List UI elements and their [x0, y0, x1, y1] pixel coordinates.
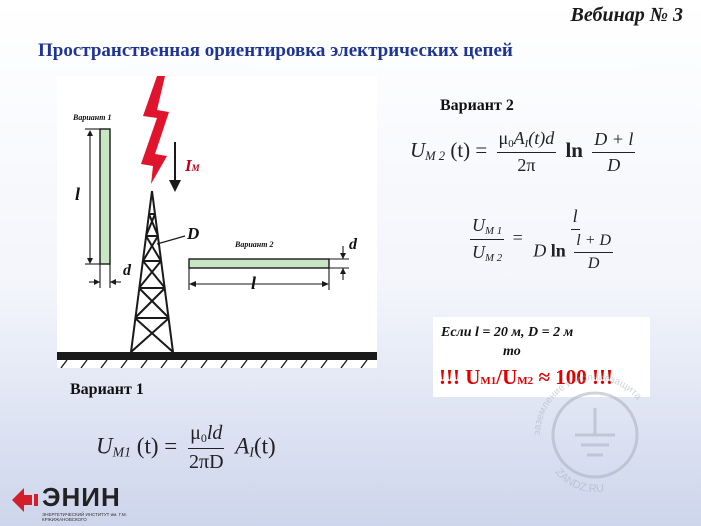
- watermark-site: ZANDZ.RU: [553, 466, 605, 495]
- enin-logo-name: ЭНИН: [42, 482, 121, 512]
- watermark-ring: [551, 391, 639, 479]
- dimension-d-vertical: [89, 264, 121, 288]
- label-variant2-small: Вариант 2: [235, 240, 274, 249]
- variant1-heading: Вариант 1: [70, 381, 144, 398]
- lightning-tower: [130, 190, 174, 353]
- note-result: !!! UM1/UM2 ≈ 100 !!!: [439, 365, 613, 389]
- formula-variant1-UM1: UM1 (t) = μ0ld 2πD AI(t): [96, 422, 276, 473]
- formula-variant2-UM2: UM 2 (t) = μ0AI(t)d 2π ln D + l D: [410, 128, 636, 175]
- formula-variant2-ratio: UM 1 UM 2 = l D ln l + D D: [470, 206, 614, 272]
- current-arrow: [169, 142, 181, 192]
- label-d-vertical: d: [123, 262, 131, 279]
- slide-title: Пространственная ориентировка электричес…: [38, 40, 513, 61]
- label-current: IM: [185, 156, 200, 175]
- conductor-variant2: [188, 258, 330, 269]
- label-l-vertical: l: [75, 184, 81, 204]
- dimension-l-horizontal: [188, 268, 330, 290]
- label-variant1-small: Вариант 1: [73, 113, 112, 122]
- ground-symbol-icon: [575, 408, 615, 457]
- dimension-l-vertical: [85, 128, 100, 265]
- label-d-horizontal: d: [349, 236, 357, 253]
- enin-logo-icon: [12, 488, 38, 512]
- distance-D-line: [156, 235, 186, 245]
- lightning-bolt: [141, 76, 169, 184]
- ground-line: [57, 352, 377, 360]
- dimension-d-horizontal: [329, 246, 349, 280]
- label-D: D: [187, 224, 200, 243]
- webinar-number: Вебинар № 3: [570, 4, 683, 26]
- zandz-watermark: заземление и молниезащита ZANDZ.RU: [532, 372, 644, 495]
- note-condition: Если l = 20 м, D = 2 м: [441, 325, 574, 340]
- note-then: то: [503, 344, 521, 359]
- circuit-diagram: [57, 76, 377, 368]
- enin-logo-subtitle: ЭНЕРГЕТИЧЕСКИЙ ИНСТИТУТ им. Г.М. КРЖИЖАН…: [42, 512, 127, 522]
- circuit-figure: Вариант 1 Вариант 2 l d IM D d l: [57, 76, 377, 368]
- enin-logo: ЭНИН ЭНЕРГЕТИЧЕСКИЙ ИНСТИТУТ им. Г.М. КР…: [10, 482, 140, 524]
- watermark-arc-text: заземление и молниезащита: [532, 372, 644, 435]
- ground-hatching: [60, 359, 368, 368]
- label-l-horizontal: l: [251, 273, 257, 293]
- conductor-variant1: [99, 128, 111, 265]
- variant2-heading: Вариант 2: [440, 97, 514, 114]
- result-note: Если l = 20 м, D = 2 м то !!! UM1/UM2 ≈ …: [433, 317, 650, 397]
